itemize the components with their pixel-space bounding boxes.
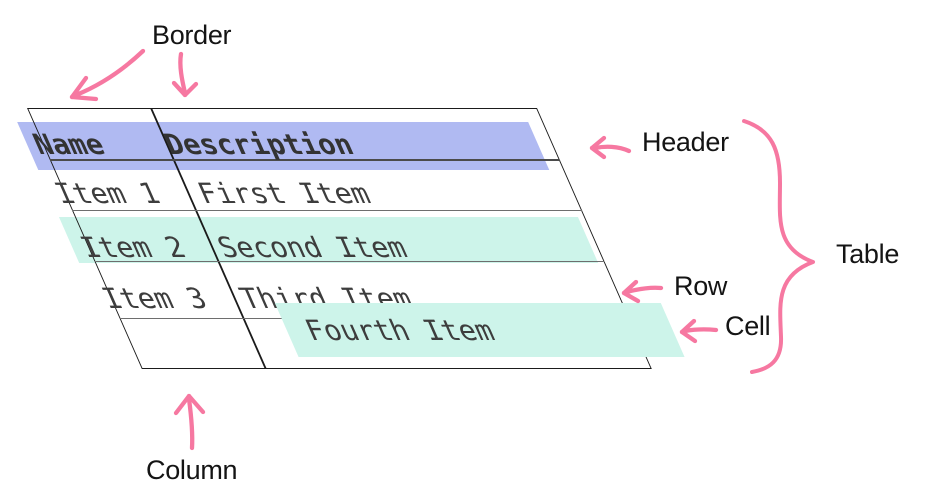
header-cell-name: Name xyxy=(27,128,110,161)
cell-arrow-icon xyxy=(679,318,719,344)
example-table: Name Description Item 1 First Item Item … xyxy=(17,108,685,369)
border-arrow-icon xyxy=(171,51,199,98)
header-arrow-icon xyxy=(589,135,632,160)
row-arrow-icon xyxy=(621,279,664,304)
header-label: Header xyxy=(642,127,729,157)
table-cell: Item 2 xyxy=(75,231,191,264)
row-separator-line xyxy=(71,210,583,212)
table-cell: Second Item xyxy=(212,231,413,264)
column-arrow-icon xyxy=(173,393,206,451)
table-cell: Item 3 xyxy=(96,282,213,315)
row-label: Row xyxy=(674,271,728,301)
table-cell: Fourth Item xyxy=(299,314,500,347)
table-cell: First Item xyxy=(192,177,376,210)
cell-label: Cell xyxy=(725,311,771,341)
cell-highlight: Fourth Item xyxy=(274,303,685,357)
table-label: Table xyxy=(836,239,900,269)
header-cell-description: Description xyxy=(158,128,359,161)
border-arrow-icon xyxy=(69,48,146,102)
table-cell: Item 1 xyxy=(49,177,166,210)
border-label: Border xyxy=(152,20,232,50)
column-label: Column xyxy=(146,455,238,485)
